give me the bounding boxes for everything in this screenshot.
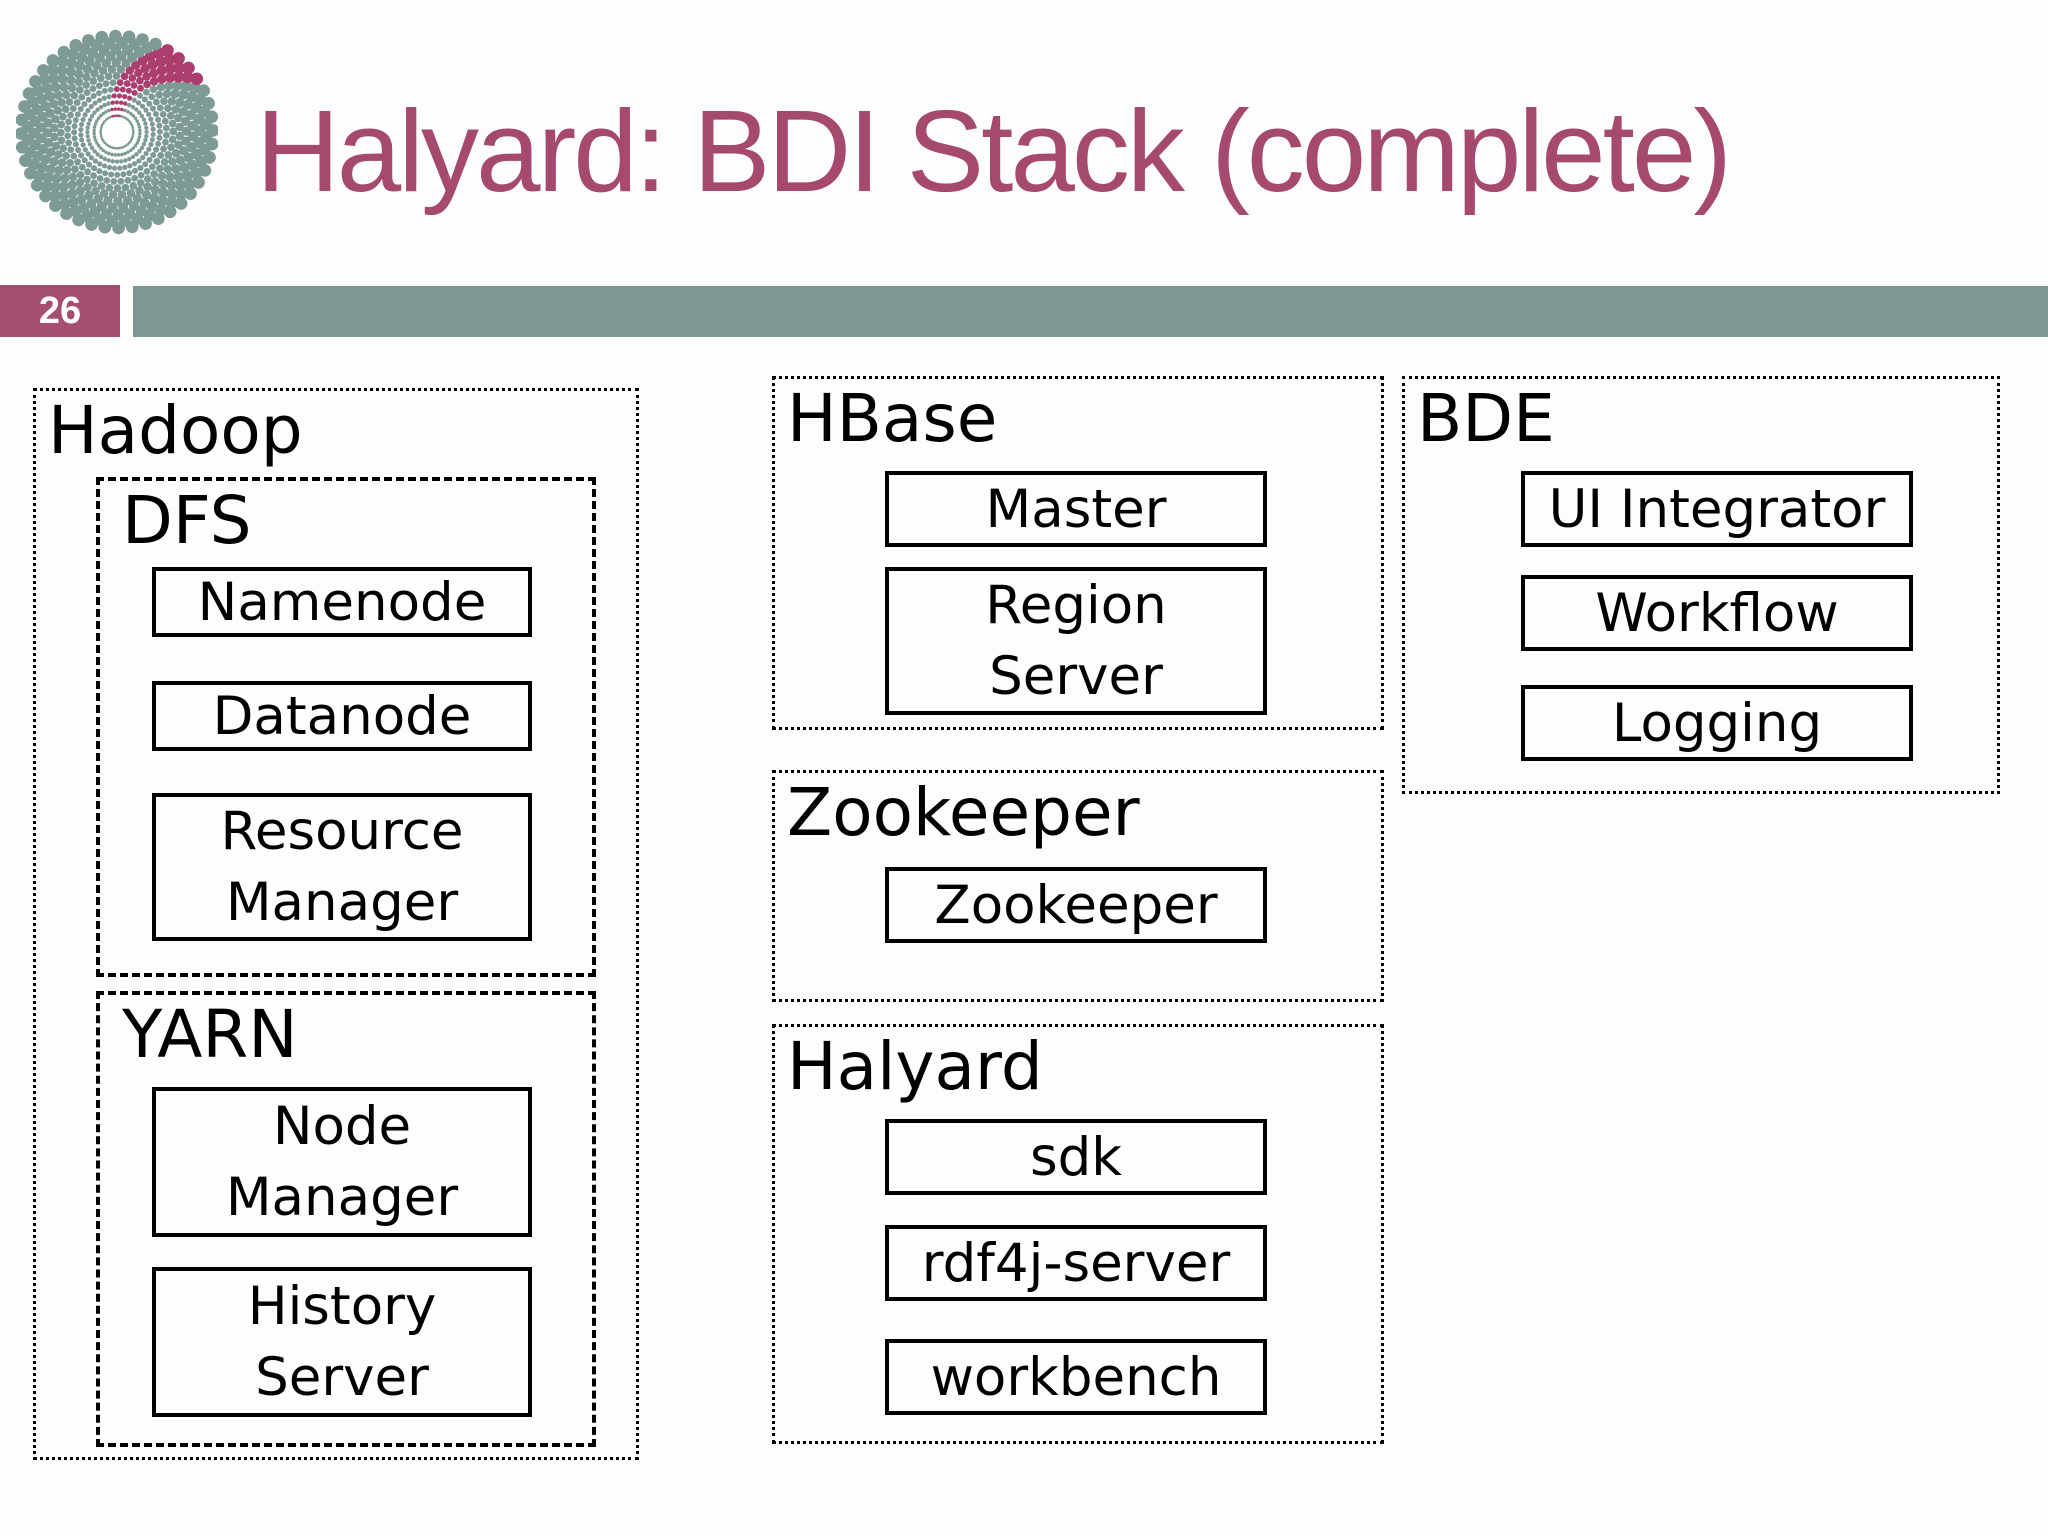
halyard-label: Halyard <box>787 1028 1043 1105</box>
master-box: Master <box>885 471 1267 547</box>
page-number-badge: 26 <box>0 285 120 337</box>
workflow-box: Workflow <box>1521 575 1913 651</box>
workbench-box: workbench <box>885 1339 1267 1415</box>
bde-container: BDE UI Integrator Workflow Logging <box>1402 376 2000 794</box>
slide-title: Halyard: BDI Stack (complete) <box>256 86 1732 216</box>
zookeeper-label: Zookeeper <box>787 774 1140 851</box>
hbase-label: HBase <box>787 380 998 457</box>
dfs-label: DFS <box>122 482 252 559</box>
yarn-label: YARN <box>122 996 298 1073</box>
hbase-container: HBase Master Region Server <box>772 376 1384 730</box>
sdk-box: sdk <box>885 1119 1267 1195</box>
bde-label: BDE <box>1417 380 1555 457</box>
hadoop-container: Hadoop DFS Namenode Datanode Resource Ma… <box>33 388 639 1460</box>
hadoop-label: Hadoop <box>48 392 303 469</box>
halyard-container: Halyard sdk rdf4j-server workbench <box>772 1024 1384 1444</box>
region-server-box: Region Server <box>885 567 1267 715</box>
yarn-subcontainer: YARN Node Manager History Server <box>96 991 596 1447</box>
zookeeper-box: Zookeeper <box>885 867 1267 943</box>
namenode-box: Namenode <box>152 567 532 637</box>
zookeeper-container: Zookeeper Zookeeper <box>772 770 1384 1002</box>
rdf4j-server-box: rdf4j-server <box>885 1225 1267 1301</box>
dotted-spiral-logo <box>14 28 220 236</box>
dotted-spiral-logo-svg <box>14 29 220 235</box>
datanode-box: Datanode <box>152 681 532 751</box>
node-manager-box: Node Manager <box>152 1087 532 1237</box>
logging-box: Logging <box>1521 685 1913 761</box>
ui-integrator-box: UI Integrator <box>1521 471 1913 547</box>
history-server-box: History Server <box>152 1267 532 1417</box>
resource-manager-box: Resource Manager <box>152 793 532 941</box>
header-divider-bar <box>133 286 2048 337</box>
dfs-subcontainer: DFS Namenode Datanode Resource Manager <box>96 477 596 977</box>
